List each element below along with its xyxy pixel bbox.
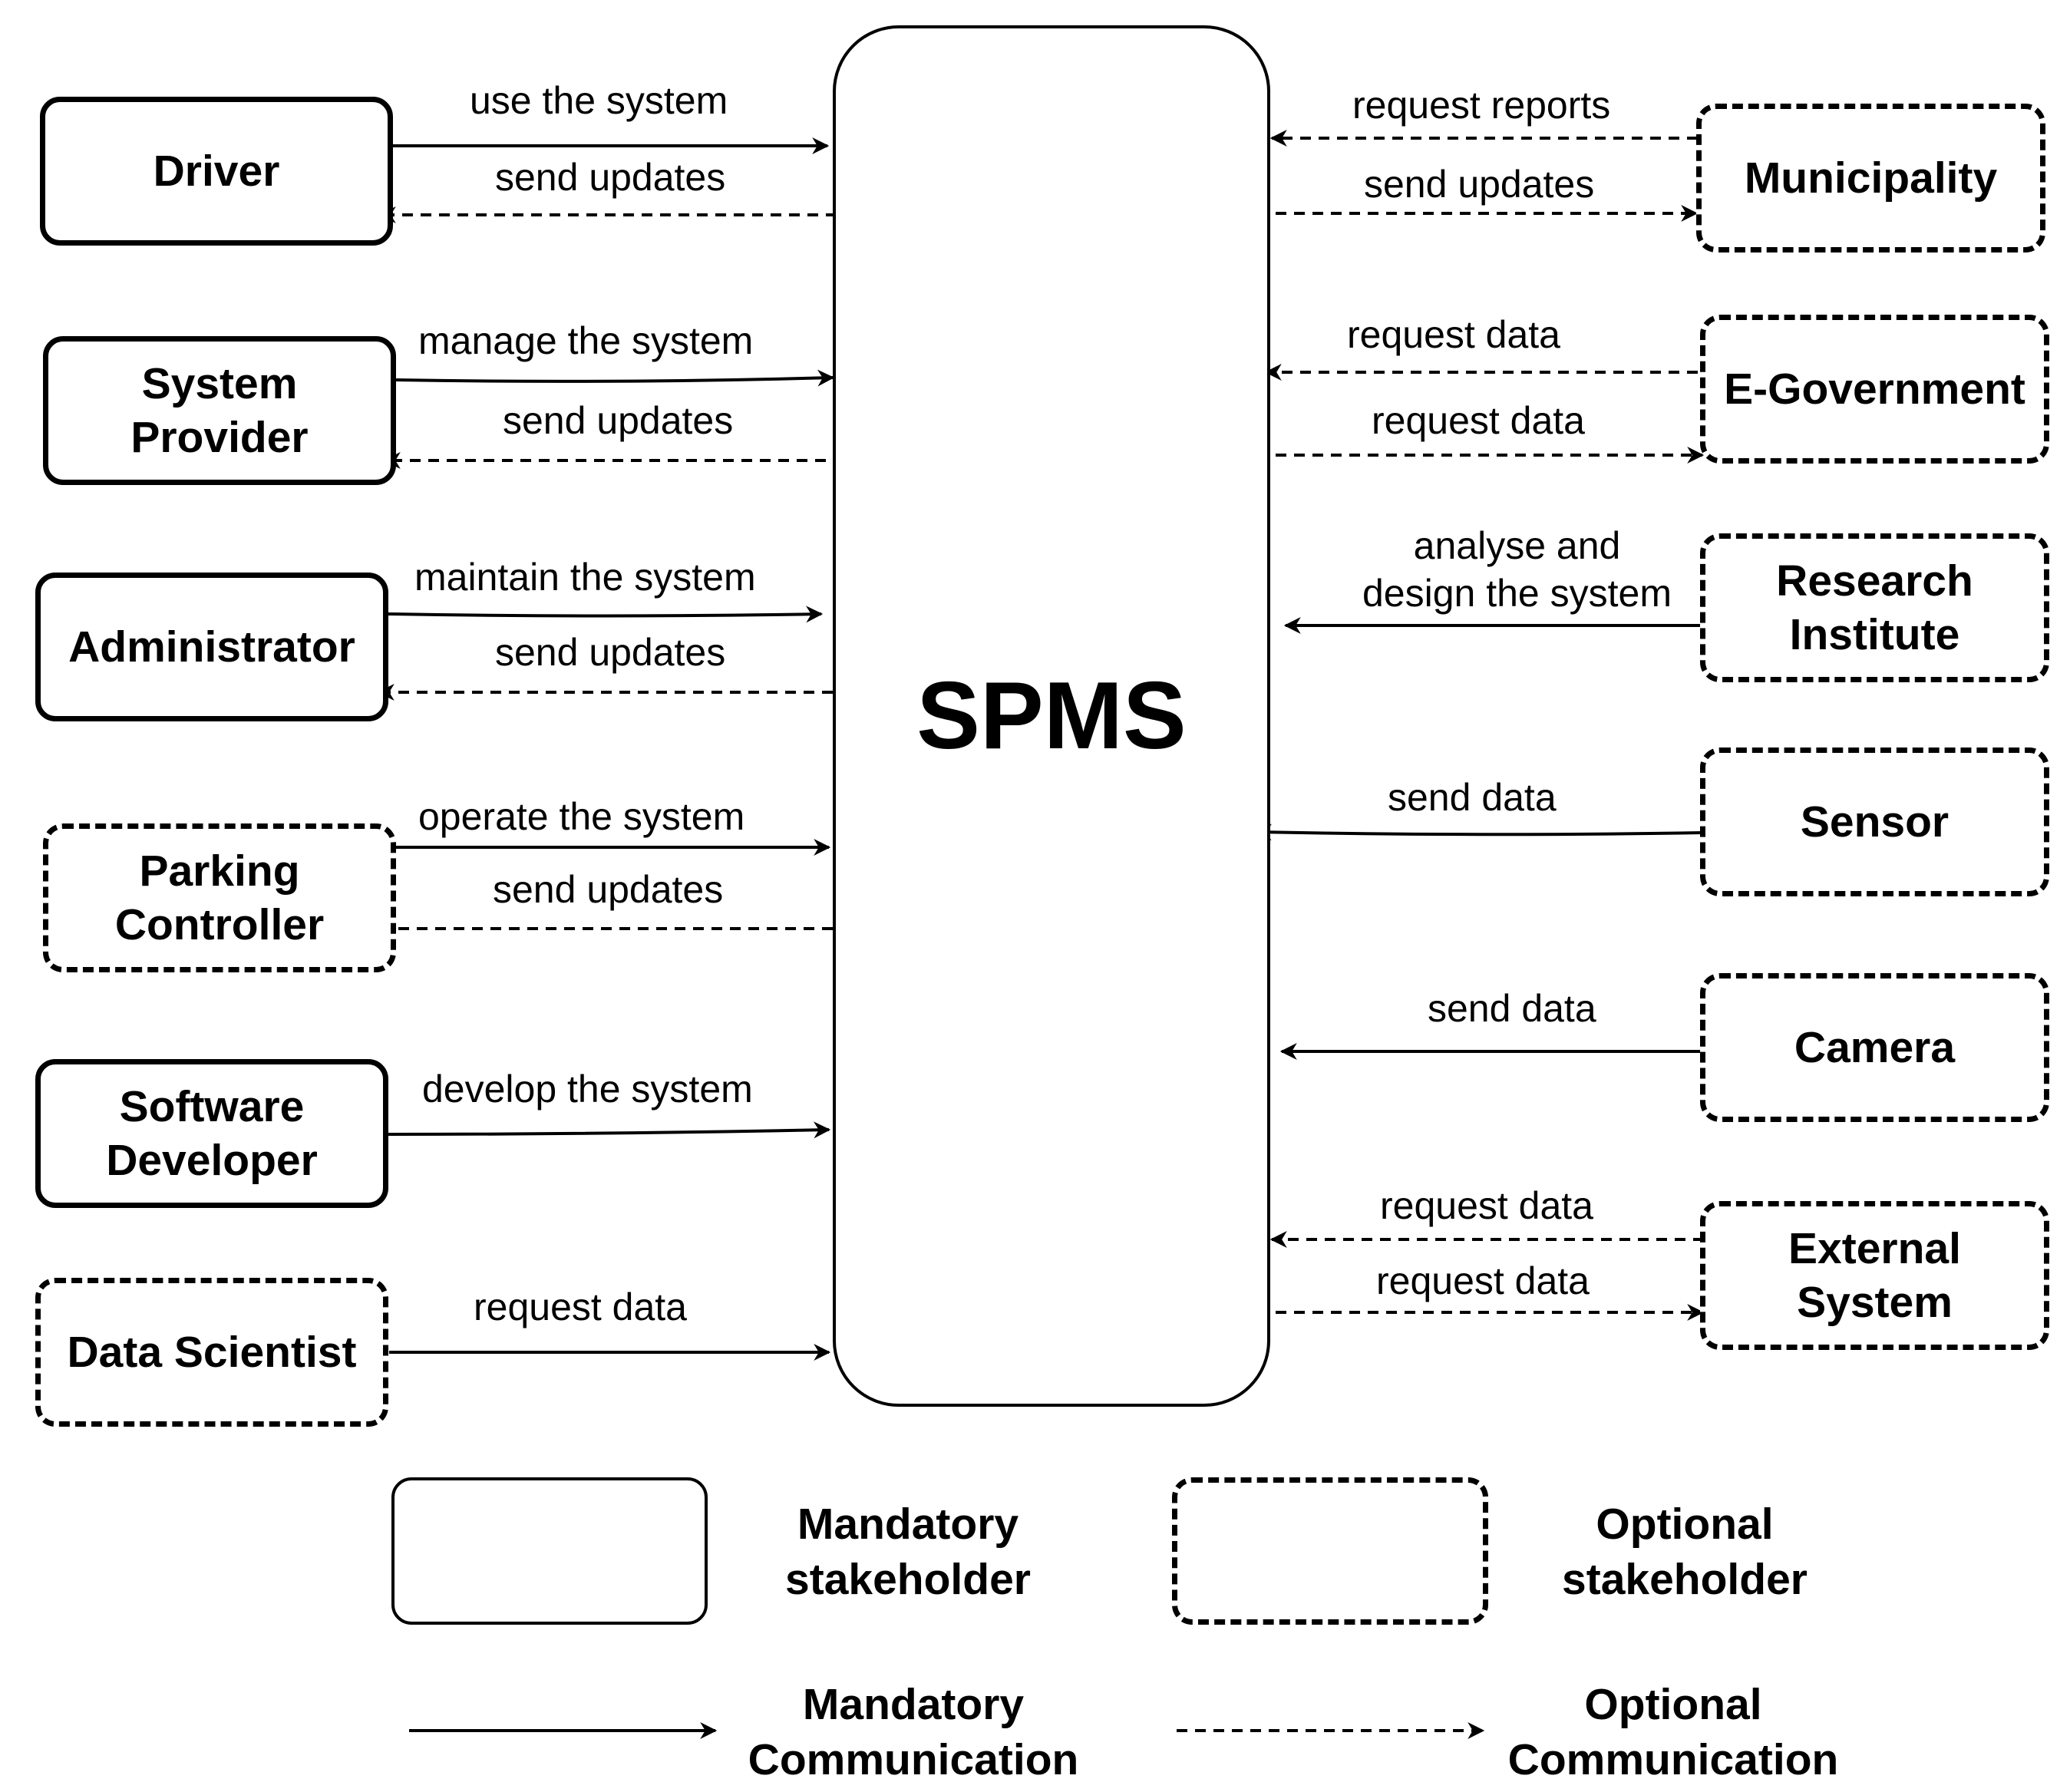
legend-optional-stakeholder-label: Optional stakeholder <box>1562 1500 1808 1604</box>
flow-label-driver-use: use the system <box>470 77 728 124</box>
spms-system-box: SPMS <box>833 25 1270 1407</box>
arrow-developer-develop <box>387 1121 831 1139</box>
flow-label-controller-operate: operate the system <box>418 793 745 840</box>
flow-label-municipality-reports: request reports <box>1352 81 1611 129</box>
flow-label-research-analyse: analyse and design the system <box>1362 522 1672 617</box>
arrow-provider-manage <box>395 369 835 387</box>
flow-label-external-request-out: request data <box>1376 1257 1590 1305</box>
stakeholder-label: E-Government <box>1724 365 2025 414</box>
stakeholder-parking-controller: Parking Controller <box>43 823 396 972</box>
stakeholder-label: Municipality <box>1744 153 1998 203</box>
stakeholder-label: Software Developer <box>106 1082 318 1185</box>
flow-label-scientist-request: request data <box>474 1283 687 1331</box>
legend-mandatory-stakeholder-label: Mandatory stakeholder <box>785 1500 1031 1604</box>
stakeholder-external-system: External System <box>1700 1201 2049 1350</box>
flow-label-egov-request-in: request data <box>1347 311 1560 358</box>
legend-optional-communication-label: Optional Communication <box>1507 1680 1839 1784</box>
stakeholder-label: System Provider <box>130 359 309 462</box>
stakeholder-label: Camera <box>1794 1023 1956 1072</box>
flow-label-provider-updates: send updates <box>503 397 734 444</box>
stakeholder-label: Parking Controller <box>114 846 325 949</box>
flow-label-provider-manage: manage the system <box>418 317 754 365</box>
system-title: SPMS <box>916 663 1187 769</box>
arrow-admin-maintain <box>387 606 824 623</box>
stakeholder-label: Sensor <box>1800 797 1949 846</box>
stakeholder-e-government: E-Government <box>1700 315 2049 464</box>
flow-label-driver-updates: send updates <box>495 153 726 201</box>
stakeholder-label: External System <box>1788 1224 1961 1327</box>
stakeholder-system-provider: System Provider <box>43 336 396 485</box>
legend-mandatory-communication-label: Mandatory Communication <box>748 1680 1079 1784</box>
flow-label-admin-maintain: maintain the system <box>414 553 756 601</box>
legend-optional-box <box>1172 1477 1488 1625</box>
flow-label-camera-send: send data <box>1428 985 1596 1032</box>
flow-label-egov-request-out: request data <box>1372 397 1585 444</box>
flow-label-admin-updates: send updates <box>495 629 726 676</box>
stakeholder-camera: Camera <box>1700 973 2049 1122</box>
arrow-sensor-send <box>1254 823 1703 841</box>
stakeholder-sensor: Sensor <box>1700 747 2049 896</box>
flow-label-municipality-updates: send updates <box>1364 160 1595 208</box>
stakeholder-software-developer: Software Developer <box>35 1059 388 1208</box>
flow-label-external-request-in: request data <box>1380 1182 1593 1229</box>
stakeholder-label: Administrator <box>68 622 355 672</box>
stakeholder-label: Research Institute <box>1776 556 1973 659</box>
stakeholder-label: Data Scientist <box>67 1328 357 1377</box>
flow-label-sensor-send: send data <box>1388 774 1557 821</box>
stakeholder-municipality: Municipality <box>1696 104 2045 252</box>
stakeholder-driver: Driver <box>40 97 393 246</box>
stakeholder-label: Driver <box>153 147 280 196</box>
stakeholder-data-scientist: Data Scientist <box>35 1278 388 1427</box>
flow-label-developer-develop: develop the system <box>422 1065 753 1113</box>
stakeholder-research-institute: Research Institute <box>1700 533 2049 682</box>
flow-label-controller-updates: send updates <box>493 866 724 913</box>
stakeholder-administrator: Administrator <box>35 573 388 721</box>
legend-mandatory-box <box>391 1477 708 1625</box>
